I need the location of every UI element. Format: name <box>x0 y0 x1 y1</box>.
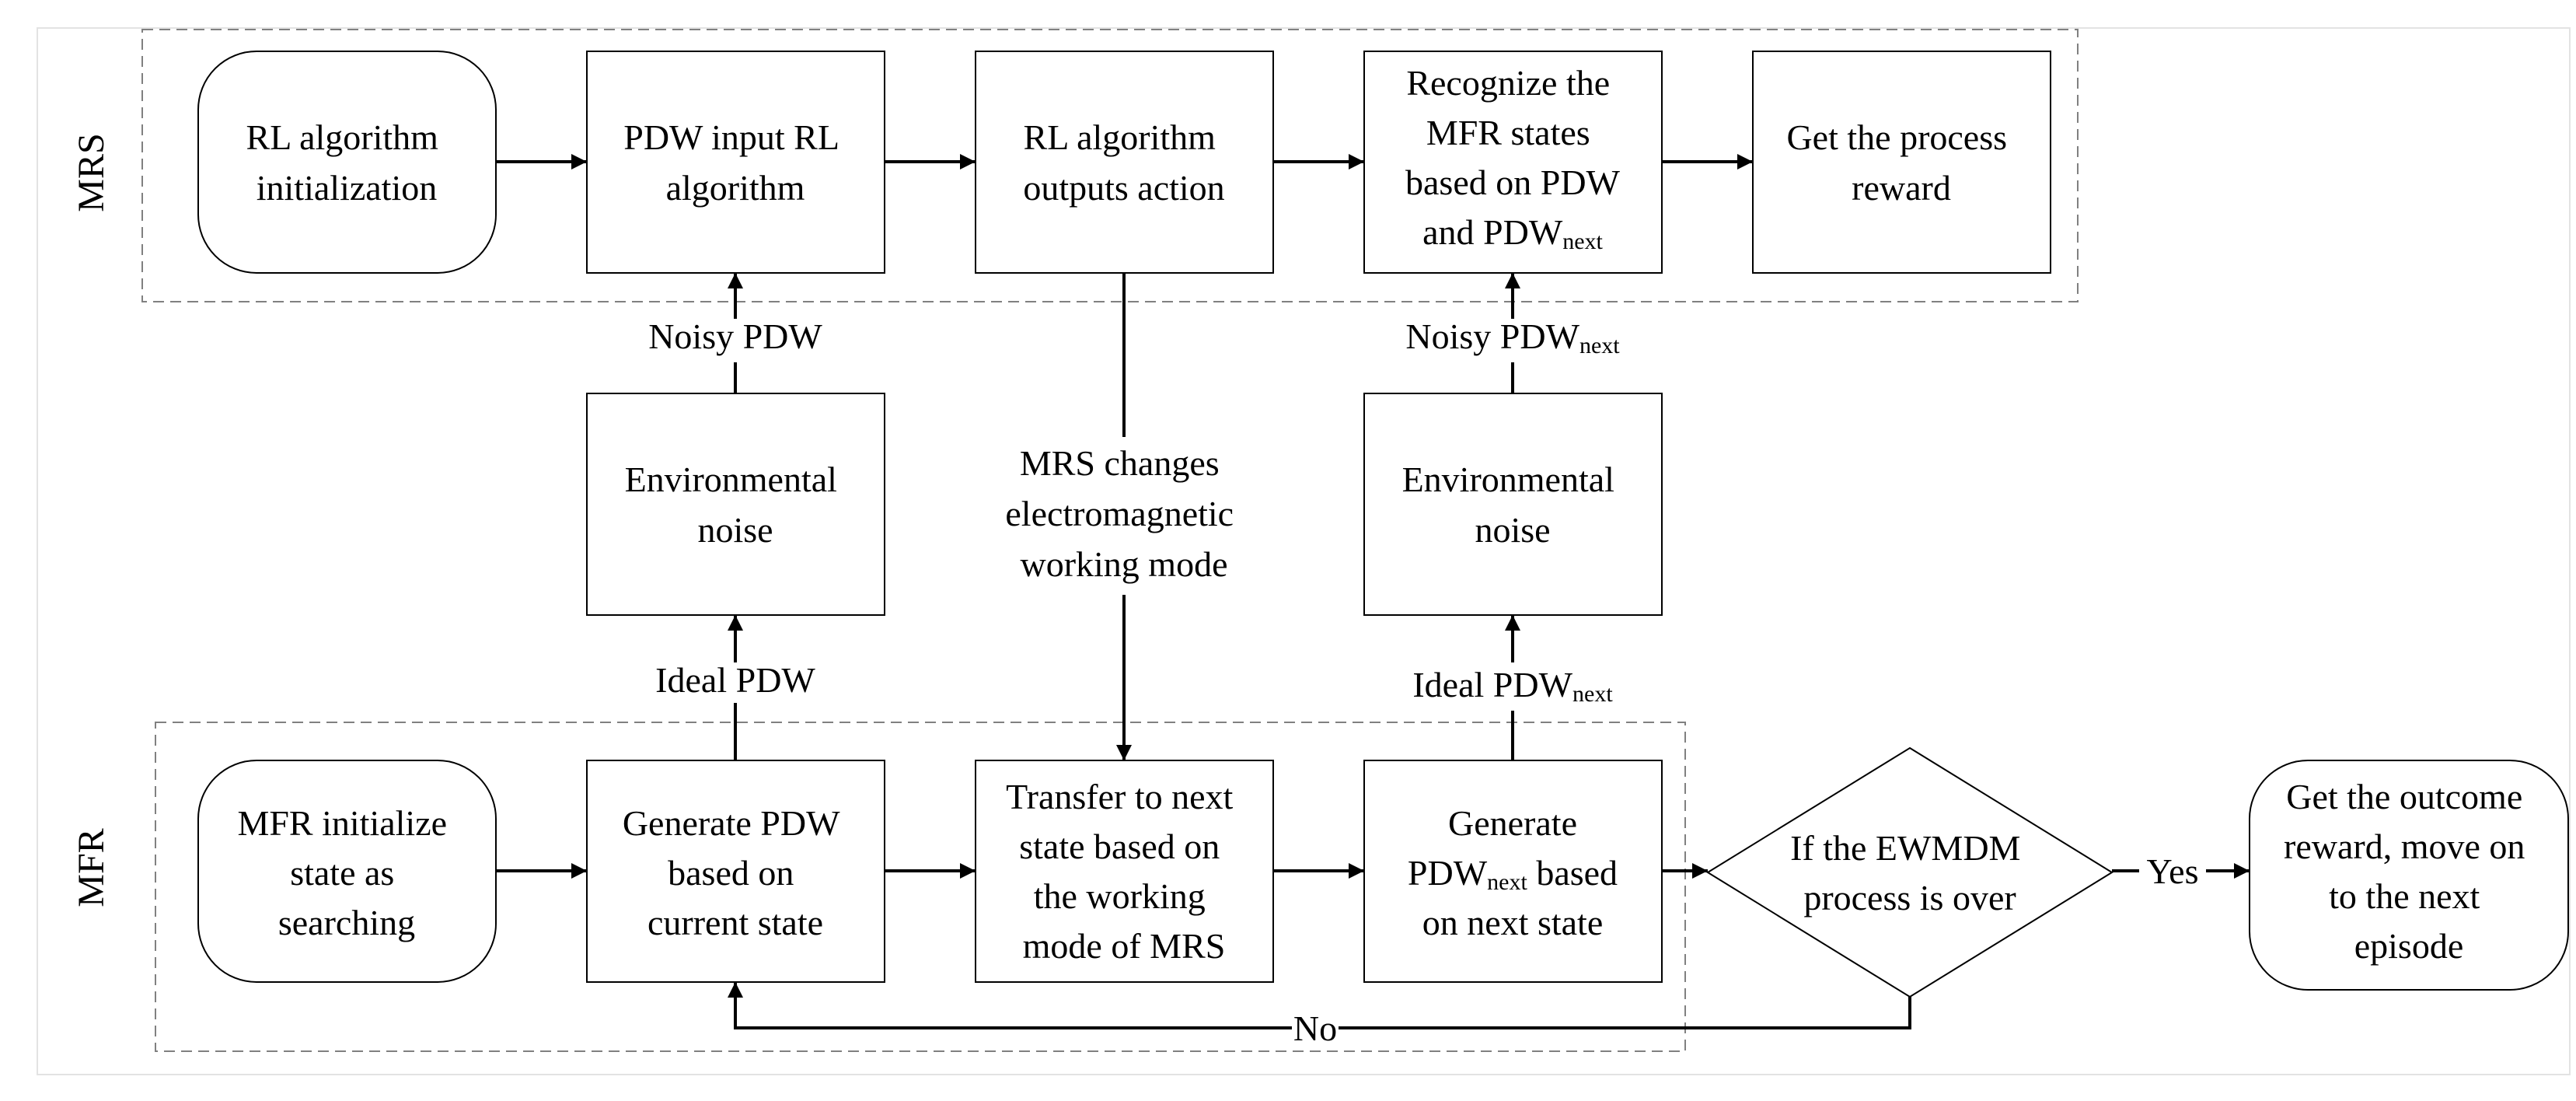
transfer-label-1: Transfer to next <box>1006 777 1233 816</box>
svg-text:RL algorithm outputs actio: RL algorithm outputs action <box>1023 117 1224 208</box>
generate-next-label-2-sub: next <box>1487 869 1527 895</box>
generate-next-label-1: Generate <box>1448 803 1577 843</box>
rl-output-label-1: RL algorithm <box>1024 117 1216 157</box>
mfr-init-label-2: state as <box>290 853 394 893</box>
svg-text:Get the outcome reward, mo: Get the outcome reward, move on to the n… <box>2284 777 2534 966</box>
ideal-pdw-next-sub: next <box>1572 681 1613 707</box>
mfr-init-label-1: MFR initialize <box>237 803 447 843</box>
process-reward-node <box>1752 51 2051 274</box>
rl-init-node <box>197 51 497 274</box>
ideal-pdw-next-label: Ideal PDW <box>1412 665 1572 704</box>
process-reward-label-1: Get the process <box>1786 117 2007 157</box>
process-reward-label-2: reward <box>1852 168 1951 208</box>
mrs-group-box <box>141 29 2079 302</box>
mrs-changes-label-1: MRS changes <box>1020 443 1220 483</box>
svg-text:and PDWnext: and PDWnext <box>1422 212 1603 254</box>
svg-text:PDWnext based: PDWnext based <box>1408 853 1618 895</box>
svg-text:RL algorithm initializatio: RL algorithm initialization <box>246 117 448 208</box>
env-noise-node-2 <box>1363 393 1663 616</box>
env-noise-1-label-2: noise <box>697 510 773 550</box>
recognize-label-4-sub: next <box>1562 229 1603 254</box>
rl-init-label-2: initialization <box>257 168 438 208</box>
svg-text:If the EWMDM process is ov: If the EWMDM process is over <box>1790 828 2030 918</box>
svg-text:Transfer to next state bas: Transfer to next state based on the work… <box>1006 777 1242 966</box>
transfer-label-2: state based on <box>1019 827 1220 866</box>
mrs-lane-label: MRS <box>71 133 112 211</box>
generate-pdw-label-2: based on <box>668 853 794 893</box>
svg-text:Get the process reward: Get the process reward <box>1786 117 2016 208</box>
decision-node <box>1706 746 2114 998</box>
svg-text:PDW input RL algorithm: PDW input RL algorithm <box>623 117 847 208</box>
svg-text:Generate PDW based on: Generate PDW based on current state <box>623 803 848 942</box>
generate-pdw-label-1: Generate PDW <box>623 803 840 843</box>
noisy-pdw-next-sub: next <box>1579 333 1620 358</box>
pdw-input-node <box>586 51 885 274</box>
no-label: No <box>1293 1008 1337 1048</box>
env-noise-node-1 <box>586 393 885 616</box>
transfer-node <box>975 760 1274 983</box>
outcome-label-4: episode <box>2354 926 2464 966</box>
outcome-label-1: Get the outcome <box>2286 777 2522 816</box>
outcome-node <box>2249 760 2569 991</box>
outcome-label-2: reward, move on <box>2284 827 2525 866</box>
mfr-group-box <box>155 722 1686 1052</box>
svg-text:MFR initialize state as: MFR initialize state as searching <box>237 803 456 942</box>
generate-pdw-node <box>586 760 885 983</box>
noisy-pdw-label: Noisy PDW <box>648 316 822 356</box>
svg-text:Recognize the MFR states: Recognize the MFR states based on PDW <box>1405 63 1621 202</box>
yes-label: Yes <box>2147 851 2199 891</box>
transfer-label-4: mode of MRS <box>1023 926 1226 966</box>
svg-text:Generate: Generate <box>1448 803 1577 843</box>
transfer-label-3: the working <box>1034 876 1206 916</box>
recognize-label-4: and PDW <box>1422 212 1563 252</box>
svg-text:Environmental noise: Environmental noise <box>625 460 846 550</box>
env-noise-2-label-2: noise <box>1475 510 1550 550</box>
decision-label-2: process is over <box>1803 878 2016 918</box>
generate-next-label-3: on next state <box>1422 903 1604 942</box>
figure-frame <box>37 27 2571 1075</box>
recognize-label-2: MFR states <box>1426 113 1590 152</box>
mfr-lane-label: MFR <box>71 828 112 907</box>
mfr-init-label-3: searching <box>278 903 415 942</box>
svg-text:MRS changes electromagneti: MRS changes electromagnetic working mode <box>1005 443 1242 584</box>
rl-output-node <box>975 51 1274 274</box>
svg-text:Noisy PDWnext: Noisy PDWnext <box>1405 316 1620 358</box>
outcome-label-3: to the next <box>2329 876 2480 916</box>
mrs-changes-label-2: electromagnetic <box>1005 494 1234 533</box>
generate-pdw-label-3: current state <box>647 903 823 942</box>
ideal-pdw-label: Ideal PDW <box>655 660 815 700</box>
svg-text:on next state: on next state <box>1422 903 1604 942</box>
recognize-label-1: Recognize the <box>1406 63 1610 103</box>
noisy-pdw-next-label: Noisy PDW <box>1405 316 1579 356</box>
env-noise-2-label-1: Environmental <box>1402 460 1614 499</box>
decision-label-1: If the EWMDM <box>1790 828 2020 868</box>
generate-next-label-2: PDW <box>1408 853 1488 893</box>
edge-decision-no-b <box>728 982 1292 1029</box>
pdw-input-label-1: PDW input RL <box>623 117 838 157</box>
generate-next-label-2-tail: based <box>1527 853 1618 893</box>
rl-init-label-1: RL algorithm <box>246 117 439 157</box>
edge-decision-no-a <box>1339 997 1911 1029</box>
svg-text:Ideal PDWnext: Ideal PDWnext <box>1412 665 1613 707</box>
recognize-label-3: based on PDW <box>1405 163 1621 202</box>
mrs-changes-label-3: working mode <box>1020 544 1227 584</box>
pdw-input-label-2: algorithm <box>666 168 805 208</box>
svg-text:Environmental noise: Environmental noise <box>1402 460 1624 550</box>
rl-output-label-2: outputs action <box>1023 168 1224 208</box>
env-noise-1-label-1: Environmental <box>625 460 837 499</box>
